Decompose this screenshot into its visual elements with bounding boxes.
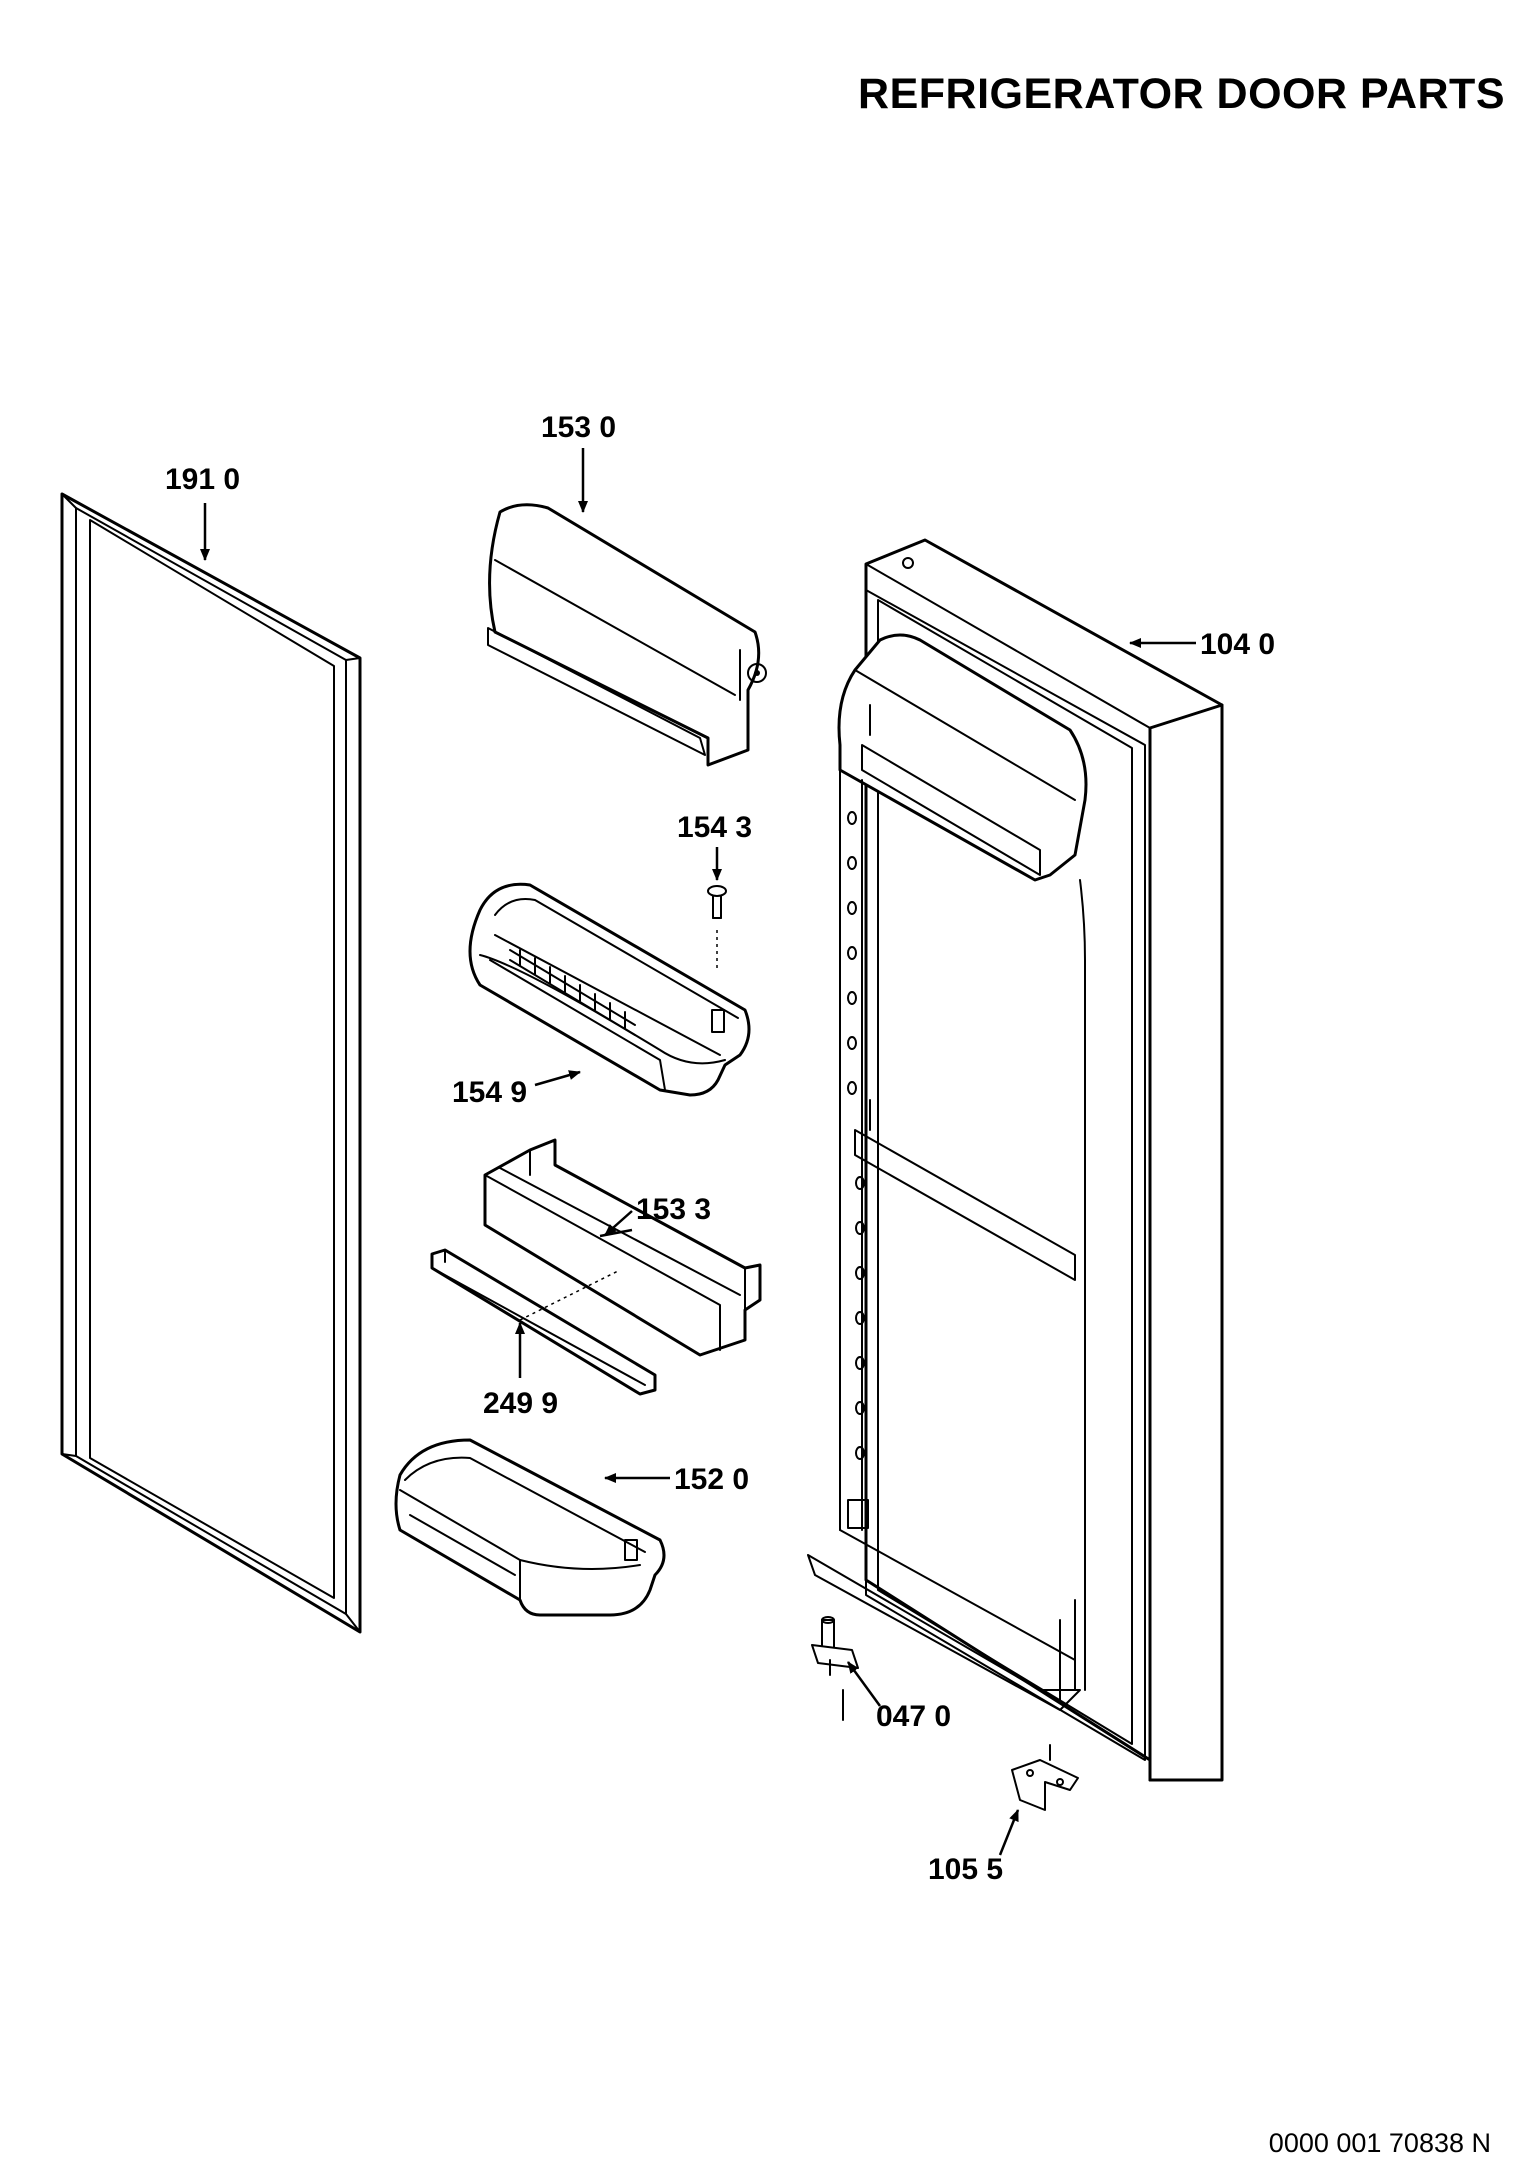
part-label-191-0[interactable]: 191 0 [165,463,240,496]
dairy-cover-icon[interactable] [487,503,767,767]
bottle-rack [519,949,626,1029]
leader-153-3 [604,1210,633,1236]
hinge-bracket-icon[interactable] [1011,1744,1079,1811]
part-label-154-9[interactable]: 154 9 [452,1076,527,1109]
part-label-154-3[interactable]: 154 3 [677,811,752,844]
part-label-249-9[interactable]: 249 9 [483,1387,558,1420]
leader-047-0 [846,1661,882,1707]
trim-strip-icon[interactable] [430,1248,657,1396]
door-panel-icon[interactable] [807,538,1224,1782]
part-label-047-0[interactable]: 047 0 [876,1700,951,1733]
bottle-bin-icon[interactable] [468,882,751,1097]
part-label-153-3[interactable]: 153 3 [636,1193,711,1226]
part-label-153-0[interactable]: 153 0 [541,411,616,444]
screw-icon[interactable] [707,885,727,970]
door-gasket-icon[interactable] [60,492,362,1634]
part-label-105-5[interactable]: 105 5 [928,1853,1003,1886]
page-title: REFRIGERATOR DOOR PARTS [858,70,1505,118]
part-label-104-0[interactable]: 104 0 [1200,628,1275,661]
part-label-152-0[interactable]: 152 0 [674,1463,749,1496]
leader-105-5 [998,1809,1020,1856]
document-code: 0000 001 70838 N [1268,2128,1491,2158]
shelf-holes [847,811,865,1460]
door-bin-icon[interactable] [394,1438,666,1617]
hinge-pin-icon[interactable] [811,1616,859,1721]
leader-154-9 [534,1070,581,1087]
